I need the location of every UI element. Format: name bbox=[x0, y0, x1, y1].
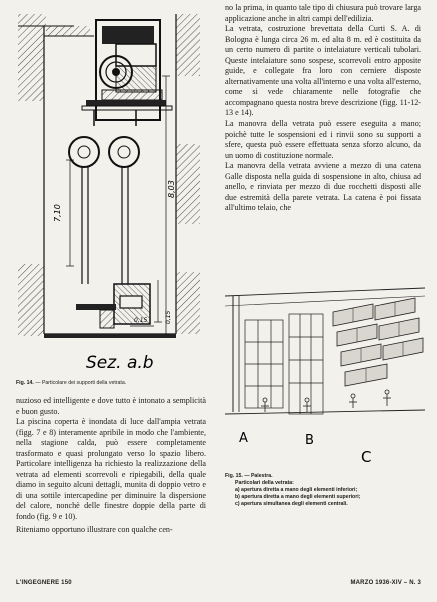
support-section-drawing: 7,10 8,03 0,15 0,15 Sez. a.b bbox=[18, 14, 200, 373]
figure-14: 7,10 8,03 0,15 0,15 Sez. a.b bbox=[16, 4, 202, 376]
left-paragraph-2: La piscina coperta è inondata di luce da… bbox=[16, 417, 206, 522]
footer-left: L'INGEGNERE 150 bbox=[16, 580, 72, 586]
caption-item-b: b) apertura diretta a mano degli element… bbox=[235, 494, 361, 500]
right-paragraph-4: La manovra della vetrata avviene a mezzo… bbox=[225, 161, 421, 213]
label-c: C bbox=[361, 448, 371, 466]
figure-14-caption: Fig. 14. — Particolare dei supporti dell… bbox=[16, 380, 202, 387]
caption-number: Fig. 15. bbox=[225, 473, 243, 479]
footer-right: MARZO 1936-XIV – N. 3 bbox=[350, 580, 421, 586]
figure-15-caption: Fig. 15. — Palestra. Particolari della v… bbox=[225, 473, 421, 508]
section-label: Sez. a.b bbox=[86, 353, 154, 373]
left-paragraph-3: Riteniamo opportuno illustrare con qualc… bbox=[16, 524, 173, 534]
left-paragraph-1: nuzioso ed intelligente e dove tutto è i… bbox=[16, 396, 206, 416]
dim-total: 8,03 bbox=[167, 180, 176, 198]
label-a: A bbox=[239, 431, 248, 446]
right-paragraph-2: La vetrata, costruzione brevettata della… bbox=[225, 24, 421, 118]
dim-small-top: 0,15 bbox=[134, 317, 148, 324]
left-column: nuzioso ed intelligente e dove tutto è i… bbox=[16, 396, 206, 535]
caption-title: — Palestra. bbox=[244, 473, 273, 479]
label-b: B bbox=[305, 433, 314, 448]
right-paragraph-1: no la prima, in quanto tale tipo di chiu… bbox=[225, 3, 421, 23]
gym-glazing-sketch: A B C bbox=[225, 287, 425, 466]
caption-subtitle: Particolari della vetrata: bbox=[235, 480, 294, 486]
right-paragraph-3: La manovra della vetrata può essere eseg… bbox=[225, 119, 421, 160]
dim-small-side: 0,15 bbox=[165, 310, 172, 324]
caption-text: — Particolare dei supporti della vetrata… bbox=[35, 380, 127, 386]
right-column: no la prima, in quanto tale tipo di chiu… bbox=[225, 3, 421, 214]
caption-number: Fig. 14. bbox=[16, 380, 34, 386]
caption-list: a) apertura diretta a mano degli element… bbox=[235, 487, 421, 508]
caption-item-c: c) apertura simultanea degli elementi ce… bbox=[235, 501, 348, 507]
figure-15: A B C bbox=[225, 282, 425, 470]
dim-middle: 7,10 bbox=[53, 204, 62, 222]
caption-item-a: a) apertura diretta a mano degli element… bbox=[235, 487, 358, 493]
